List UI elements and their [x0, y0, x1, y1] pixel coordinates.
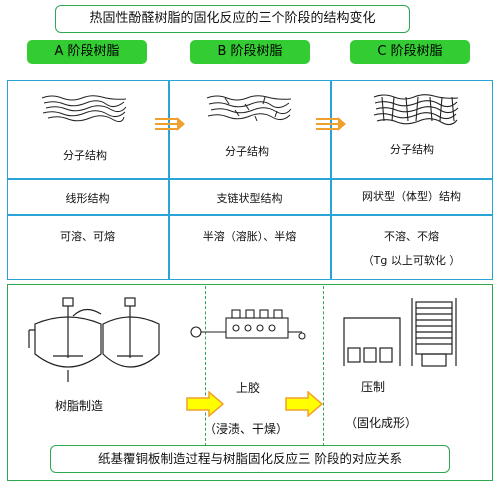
process-panel	[7, 284, 493, 481]
stage-b-structure-label: 分子结构	[225, 145, 269, 158]
stage-c-header: C 阶段树脂	[350, 40, 470, 64]
table-divider-2	[330, 80, 332, 280]
table-row-divider-1	[7, 178, 493, 180]
stage-a-chain-type: 线形结构	[65, 192, 110, 205]
process-divider-2	[323, 286, 324, 446]
pressing-sublabel: （固化成形）	[345, 416, 418, 430]
arrow-a-to-b-icon	[155, 117, 185, 131]
stage-c-chain-type: 网状型（体型）结构	[362, 190, 461, 203]
stage-b-solubility: 半溶（溶胀）、半熔	[202, 230, 297, 243]
process-arrow-2-icon	[285, 391, 324, 417]
press-illustration	[343, 298, 457, 367]
process-caption: 纸基覆铜板制造过程与树脂固化反应三 阶段的对应关系	[50, 445, 450, 473]
stage-b-header: B 阶段树脂	[190, 40, 310, 64]
process-arrow-1-icon	[186, 391, 225, 417]
impregnation-label: 上胶	[236, 381, 261, 395]
stage-a-solubility: 可溶、可熔	[60, 230, 115, 243]
impregnation-sublabel: （浸渍、干燥）	[204, 422, 289, 436]
stage-c-solubility: 不溶、不熔	[384, 230, 439, 243]
impregnation-machine-illustration	[190, 309, 306, 340]
linear-structure-illustration	[41, 95, 127, 122]
table-divider-1	[168, 80, 170, 280]
network-structure-illustration	[373, 94, 459, 126]
reactor-vessels-illustration	[28, 297, 160, 382]
table-row-divider-2	[7, 214, 493, 216]
branched-structure-illustration	[206, 95, 292, 122]
process-divider-1	[205, 286, 206, 446]
stage-table	[7, 80, 493, 280]
stage-c-tg-note: （Tg 以上可软化 ）	[362, 254, 461, 267]
stage-b-chain-type: 支链状型结构	[216, 192, 283, 205]
arrow-b-to-c-icon	[316, 117, 346, 131]
stage-a-header: A 阶段树脂	[27, 40, 147, 64]
diagram-title: 热固性酚醛树脂的固化反应的三个阶段的结构变化	[55, 5, 410, 33]
resin-manufacturing-label: 树脂制造	[55, 399, 104, 413]
stage-a-structure-label: 分子结构	[63, 149, 107, 162]
pressing-label: 压制	[361, 380, 386, 394]
stage-c-structure-label: 分子结构	[390, 143, 434, 156]
